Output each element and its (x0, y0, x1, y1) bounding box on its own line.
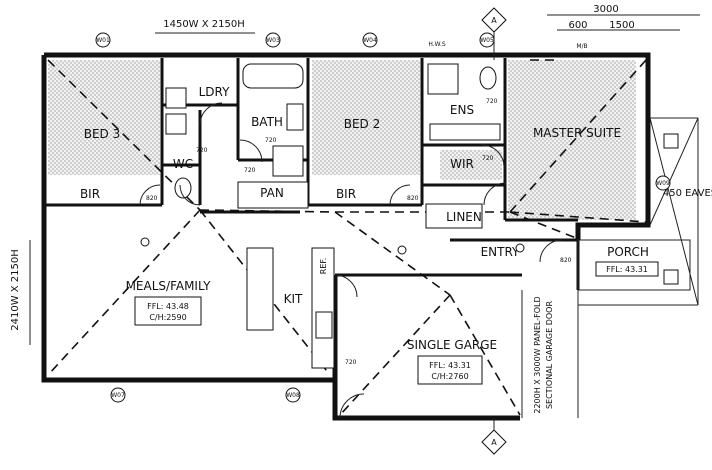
window-tags: W01 W03 W04 W05 W07 W08 W09 H.W.S M/B (95, 32, 671, 403)
room-ens: ENS (450, 103, 474, 117)
door-size-wir: 720 (482, 155, 494, 162)
porch-ffl: FFL: 43.31 (606, 265, 648, 274)
room-labels: BED 3 LDRY BATH BED 2 ENS MASTER SUITE W… (80, 85, 649, 352)
fixtures (165, 63, 501, 369)
porch-structure (577, 117, 699, 306)
bath-vanity (286, 103, 304, 131)
porch-outline (577, 239, 691, 291)
smoke-detectors (140, 237, 525, 255)
window-tag-w05: W05 (480, 37, 494, 44)
window-tag-w07: W07 (111, 392, 125, 399)
ens-vanity (429, 123, 501, 141)
window-tag-w08: W08 (286, 392, 300, 399)
room-porch: PORCH (607, 245, 649, 259)
section-marker-top: A (481, 7, 507, 60)
section-label-top: A (491, 16, 497, 25)
ens-toilet (479, 66, 497, 90)
laundry-tub (165, 87, 187, 109)
level-porch: FFL: 43.31 (595, 261, 659, 277)
door-swings (139, 102, 563, 419)
room-linen: LINEN (446, 210, 482, 224)
door-size-pan: 720 (244, 167, 256, 174)
section-marker-bottom: A (481, 418, 507, 455)
master-carpet (508, 60, 636, 220)
room-bed2: BED 2 (344, 117, 381, 131)
overall-dimension: 3000 (593, 4, 618, 15)
bed2-carpet (312, 60, 420, 175)
wall-north-east (44, 52, 651, 240)
window-tag-w03: W03 (266, 37, 280, 44)
door-size-labels: 720 720 720 720 720 720 820 820 820 (146, 98, 572, 366)
wc-toilet (174, 177, 192, 199)
laundry-machine (165, 113, 187, 135)
level-meals: FFL: 43.48 C/H:2590 (134, 296, 202, 326)
room-bir-1: BIR (80, 187, 100, 201)
garage-door-note-line-2: SECTIONAL GARAGE DOOR (545, 301, 554, 410)
sub-dimension-b: 1500 (609, 20, 634, 31)
room-bath: BATH (251, 115, 283, 129)
window-tag-w01: W01 (96, 37, 110, 44)
room-bed3: BED 3 (84, 127, 121, 141)
level-garage: FFL: 43.31 C/H:2760 (417, 355, 483, 385)
carpet-areas (48, 60, 636, 220)
porch-post-bottom (663, 269, 679, 285)
door-size-bath: 720 (265, 137, 277, 144)
room-wc: WC (173, 157, 193, 171)
smoke-detector-icon (397, 245, 407, 255)
door-size-bed3: 820 (146, 195, 158, 202)
ens-shower (427, 63, 459, 95)
door-size-ens: 720 (486, 98, 498, 105)
room-bir-2: BIR (336, 187, 356, 201)
eaves-dimension: 450 EAVES (663, 188, 712, 199)
wall-west-south (41, 55, 335, 383)
room-single-garage: SINGLE GARGE (407, 338, 497, 352)
meter-box-tag: M/B (576, 43, 587, 50)
garage-ceiling-height: C/H:2760 (431, 372, 468, 381)
door-size-entry: 820 (560, 257, 572, 264)
wall-garage-west (332, 275, 520, 421)
garage-ffl: FFL: 43.31 (429, 361, 471, 370)
door-size-bed2: 820 (407, 195, 419, 202)
smoke-detector-icon (515, 243, 525, 253)
door-size-garage: 720 (345, 359, 357, 366)
room-wir: WIR (450, 157, 474, 171)
garage-door-note-line-1: 2200H X 3000W PANEL-FOLD (533, 296, 542, 413)
bath-shower (272, 145, 304, 177)
room-master-suite: MASTER SUITE (533, 126, 621, 140)
meals-ffl: FFL: 43.48 (147, 302, 189, 311)
external-walls (41, 52, 651, 421)
door-size-wc: 720 (196, 147, 208, 154)
fridge-label: REF. (319, 258, 328, 274)
room-kit: KIT (284, 292, 303, 306)
bed3-carpet (48, 60, 160, 175)
cooktop (315, 311, 333, 339)
smoke-detector-icon (140, 237, 150, 247)
room-entry: ENTRY (481, 245, 520, 259)
sub-dimension-a: 600 (568, 20, 587, 31)
room-meals-family: MEALS/FAMILY (126, 279, 211, 293)
window-tag-w09: W09 (656, 180, 670, 187)
wir-carpet (440, 150, 502, 180)
bath-tub (242, 63, 304, 89)
porch-post-top (663, 133, 679, 149)
kitchen-island (246, 247, 274, 331)
linen-shelves (425, 203, 483, 229)
section-label-bottom: A (491, 438, 497, 447)
window-tag-w04: W04 (363, 37, 377, 44)
meals-ceiling-height: C/H:2590 (149, 313, 186, 322)
left-window-dimension: 2410W X 2150H (10, 249, 21, 331)
garage-door-note: 2200H X 3000W PANEL-FOLD SECTIONAL GARAG… (533, 296, 554, 413)
hot-water-system-tag: H.W.S (428, 41, 445, 48)
pantry-shelves (237, 181, 309, 209)
room-ldry: LDRY (199, 85, 230, 99)
room-pan: PAN (260, 186, 284, 200)
dimension-annotations: 1450W X 2150H 3000 600 1500 2410W X 2150… (10, 4, 712, 345)
top-window-dimension: 1450W X 2150H (163, 19, 245, 30)
